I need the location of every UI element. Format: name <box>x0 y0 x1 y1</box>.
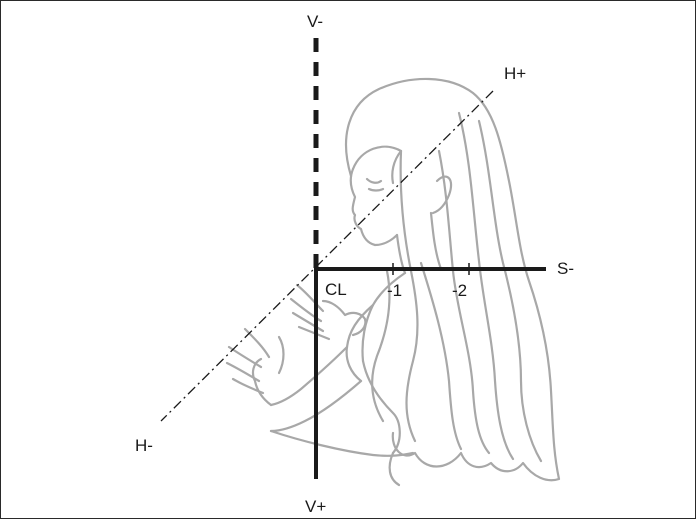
finger <box>227 345 263 369</box>
neck <box>429 211 443 271</box>
label-scale-minus-1: -1 <box>387 281 403 300</box>
finger <box>225 361 261 383</box>
finger <box>291 311 325 333</box>
label-scale-cl: CL <box>325 280 347 299</box>
hand-near <box>321 299 367 337</box>
hair-strand <box>419 261 463 451</box>
ear <box>431 175 453 215</box>
girl-figure-illustration <box>225 77 561 487</box>
arm-sleeve <box>361 359 401 455</box>
torso <box>269 429 415 457</box>
label-v-plus: V+ <box>305 497 327 516</box>
hair-outline <box>344 77 561 482</box>
hair-strand <box>457 111 515 461</box>
forearm <box>269 345 349 407</box>
hair-strand <box>371 269 391 423</box>
finger <box>231 377 265 395</box>
hair-strand <box>399 149 419 443</box>
label-h-minus: H- <box>135 436 153 455</box>
finger <box>243 327 271 359</box>
horizontal-diagonal-axis <box>160 90 494 422</box>
finger <box>295 283 325 313</box>
forearm <box>269 379 363 433</box>
hair-strand <box>477 119 543 463</box>
label-s-minus: S- <box>557 259 574 278</box>
hair-bangs <box>351 145 403 185</box>
eye <box>365 177 383 184</box>
label-h-plus: H+ <box>504 64 527 83</box>
hair-strand <box>437 149 491 455</box>
finger <box>289 297 323 323</box>
thumb <box>277 335 285 375</box>
face-outline <box>349 167 399 247</box>
torso <box>388 451 401 487</box>
eye <box>367 187 385 192</box>
label-v-minus: V- <box>307 12 324 31</box>
hand-far <box>251 357 273 407</box>
label-scale-minus-2: -2 <box>452 281 468 300</box>
